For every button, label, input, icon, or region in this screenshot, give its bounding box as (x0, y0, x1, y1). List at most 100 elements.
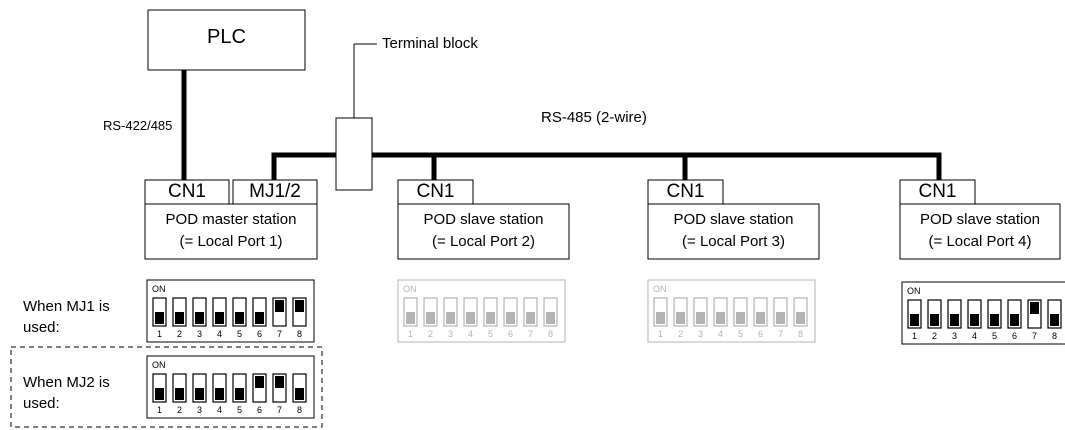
dip-switch-knob (295, 300, 304, 312)
dip-switch-number: 7 (1032, 331, 1037, 341)
dip-switch-knob (295, 388, 304, 400)
dip-switch-number: 6 (1012, 331, 1017, 341)
dip-switch-number: 6 (758, 329, 763, 339)
master-cn1-port (144, 179, 230, 205)
dip-switch-number: 2 (678, 329, 683, 339)
slave-2-cn1-label: CN1 (416, 181, 455, 202)
dip-switch-number: 1 (658, 329, 663, 339)
dip-switch-knob (255, 312, 264, 324)
slave-3-title: POD slave station (673, 211, 794, 228)
dip-switch-number: 2 (177, 329, 182, 339)
slave-4-cn1-port (899, 179, 976, 205)
dip-switch-knob (526, 312, 535, 324)
dip-switch-knob (970, 314, 979, 326)
dip-switch-number: 1 (912, 331, 917, 341)
slave-3-cn1-port (647, 179, 724, 205)
dip-on-label: ON (907, 286, 921, 296)
dip-switch-knob (275, 300, 284, 312)
dip-switch-number: 4 (718, 329, 723, 339)
dip-switch-knob (155, 388, 164, 400)
dip-switch-number: 7 (277, 405, 282, 415)
slave-3-box (647, 203, 820, 260)
dip-switch-number: 5 (992, 331, 997, 341)
dip-switch-number: 7 (778, 329, 783, 339)
mj2-condition-line1: When MJ2 is (23, 374, 110, 391)
mj1-condition-line2: used: (23, 319, 60, 336)
mj2-alternative-frame (10, 346, 323, 428)
plc-label: PLC (207, 26, 246, 48)
dip-switch-knob (546, 312, 555, 324)
dip-switch-knob (446, 312, 455, 324)
dip-switch-knob (506, 312, 515, 324)
dip-switch-number: 3 (698, 329, 703, 339)
dip-switch-number: 3 (197, 405, 202, 415)
dip-on-label: ON (152, 360, 166, 370)
dip-switch-knob (656, 312, 665, 324)
dip-switch-number: 7 (277, 329, 282, 339)
dip-switch-knob (195, 312, 204, 324)
dip-switch-knob (736, 312, 745, 324)
dip-switch-number: 3 (448, 329, 453, 339)
dip-switch-knob (910, 314, 919, 326)
dip-switch-knob (235, 388, 244, 400)
dip-switch-knob (930, 314, 939, 326)
slave-4-cn1-label: CN1 (918, 181, 957, 202)
master-station-subtitle: (= Local Port 1) (179, 233, 283, 250)
dip-switch-number: 5 (237, 405, 242, 415)
dip-switch-knob (486, 312, 495, 324)
dip-switch-knob (215, 312, 224, 324)
dip-switch-knob (1010, 314, 1019, 326)
dip-switch-knob (406, 312, 415, 324)
dip-switch-knob (215, 388, 224, 400)
dip-switch-knob (175, 312, 184, 324)
dip-switch-frame (647, 279, 816, 343)
dip-switch-frame (146, 279, 315, 343)
dip-switch-knob (990, 314, 999, 326)
dip-switch-knob (235, 312, 244, 324)
slave-4-box (899, 203, 1061, 260)
dip-switch-number: 5 (738, 329, 743, 339)
dip-switch-knob (175, 388, 184, 400)
slave-2-title: POD slave station (423, 211, 544, 228)
dip-switch-number: 1 (408, 329, 413, 339)
terminal-block (335, 117, 373, 191)
rs485-bus (271, 152, 942, 180)
master-station-box (144, 203, 318, 260)
mj2-condition-line2: used: (23, 395, 60, 412)
dip-switch-number: 7 (528, 329, 533, 339)
dip-switch-knob (950, 314, 959, 326)
dip-switch-knob (426, 312, 435, 324)
dip-switch-number: 6 (257, 405, 262, 415)
slave-4-title: POD slave station (919, 211, 1041, 228)
dip-switch-knob (756, 312, 765, 324)
dip-switch-number: 3 (952, 331, 957, 341)
dip-switch-frame (146, 355, 315, 419)
dip-switch-number: 4 (972, 331, 977, 341)
terminal-block-label: Terminal block (382, 35, 478, 52)
dip-on-label: ON (152, 284, 166, 294)
dip-on-label: ON (403, 284, 417, 294)
slave-3-cn1-label: CN1 (666, 181, 705, 202)
dip-switch-knob (275, 376, 284, 388)
slave-2-cn1-port (397, 179, 474, 205)
mj1-condition-line1: When MJ1 is (23, 298, 110, 315)
dip-switch-number: 8 (798, 329, 803, 339)
dip-switch-knob (796, 312, 805, 324)
master-station-title: POD master station (165, 211, 297, 228)
slave-4-subtitle: (= Local Port 4) (928, 233, 1032, 250)
dip-switch-number: 1 (157, 329, 162, 339)
dip-switch-number: 8 (297, 329, 302, 339)
dip-switch-knob (255, 376, 264, 388)
dip-switch-frame (397, 279, 566, 343)
dip-on-label: ON (653, 284, 667, 294)
dip-switch-knob (696, 312, 705, 324)
slave-2-subtitle: (= Local Port 2) (432, 233, 535, 250)
rs485-label: RS-485 (2-wire) (541, 109, 647, 126)
dip-switch-slave-3: ON 1 2 3 4 5 6 7 8 (647, 279, 816, 343)
slave-2-box (397, 203, 570, 260)
dip-switch-knob (155, 312, 164, 324)
dip-switch-number: 4 (217, 405, 222, 415)
